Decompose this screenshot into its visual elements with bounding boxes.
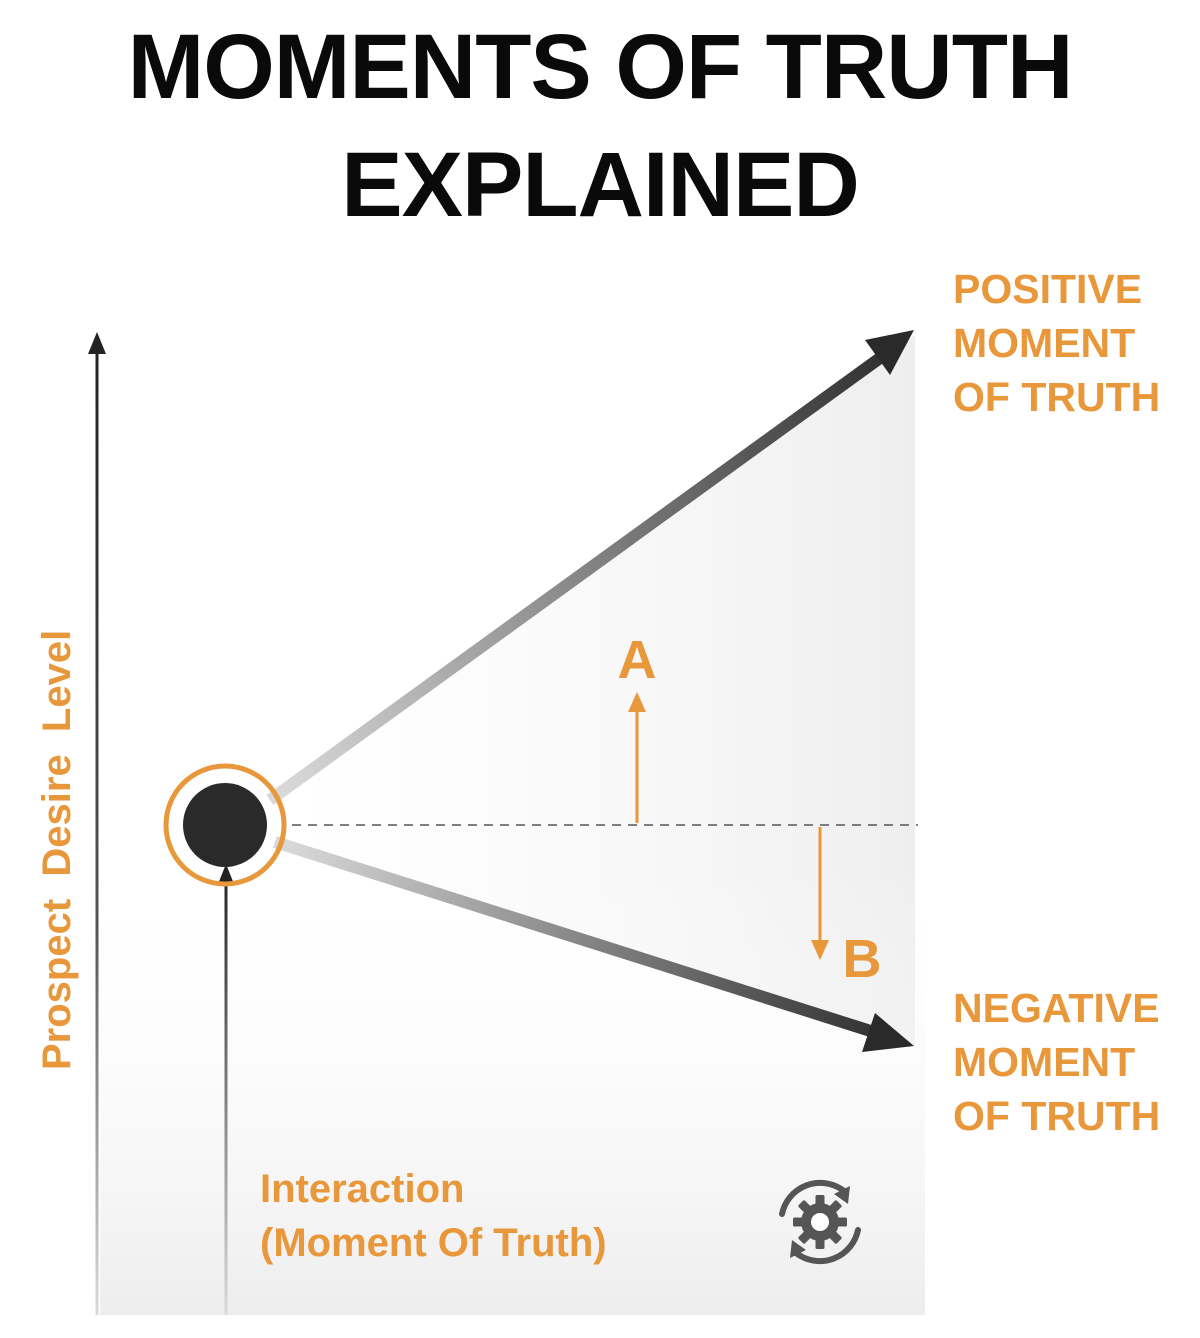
negative-arrow-shaft (273, 836, 882, 1040)
negative-label-line-3: OF TRUTH (953, 1093, 1160, 1139)
positive-label-line-1: POSITIVE (953, 266, 1142, 312)
positive-arrowhead (865, 330, 914, 375)
y-axis-label: Prospect Desire Level (35, 630, 79, 1070)
title-line-1: MOMENTS OF TRUTH (127, 16, 1074, 118)
moment-node-ring (163, 763, 287, 887)
marker-b-arrowhead (811, 940, 829, 960)
interaction-label-line-1: Interaction (260, 1167, 464, 1211)
marker-b-label: B (843, 929, 882, 989)
gear-refresh-icon (779, 1179, 861, 1265)
positive-label-line-2: MOMENT (953, 320, 1135, 366)
negative-label-line-1: NEGATIVE (953, 985, 1160, 1031)
interaction-arrowhead (218, 864, 234, 884)
moment-node-core (183, 783, 267, 867)
negative-label-line-2: MOMENT (953, 1039, 1135, 1085)
positive-arrow-shaft (266, 353, 884, 805)
title-line-2: EXPLAINED (341, 134, 860, 236)
negative-arrowhead (862, 1013, 914, 1052)
y-axis-arrowhead (88, 332, 106, 354)
page-title: MOMENTS OF TRUTH EXPLAINED (0, 8, 1200, 244)
upper-cone-shade (290, 335, 915, 825)
negative-moment-label: NEGATIVE MOMENT OF TRUTH (953, 985, 1160, 1139)
positive-label-line-3: OF TRUTH (953, 374, 1160, 420)
positive-moment-label: POSITIVE MOMENT OF TRUTH (953, 266, 1160, 420)
bottom-shade (100, 860, 925, 1315)
marker-a-label: A (618, 630, 657, 690)
marker-a-arrowhead (628, 692, 646, 712)
interaction-label-line-2: (Moment Of Truth) (260, 1221, 607, 1265)
interaction-label: Interaction (Moment Of Truth) (260, 1167, 607, 1265)
